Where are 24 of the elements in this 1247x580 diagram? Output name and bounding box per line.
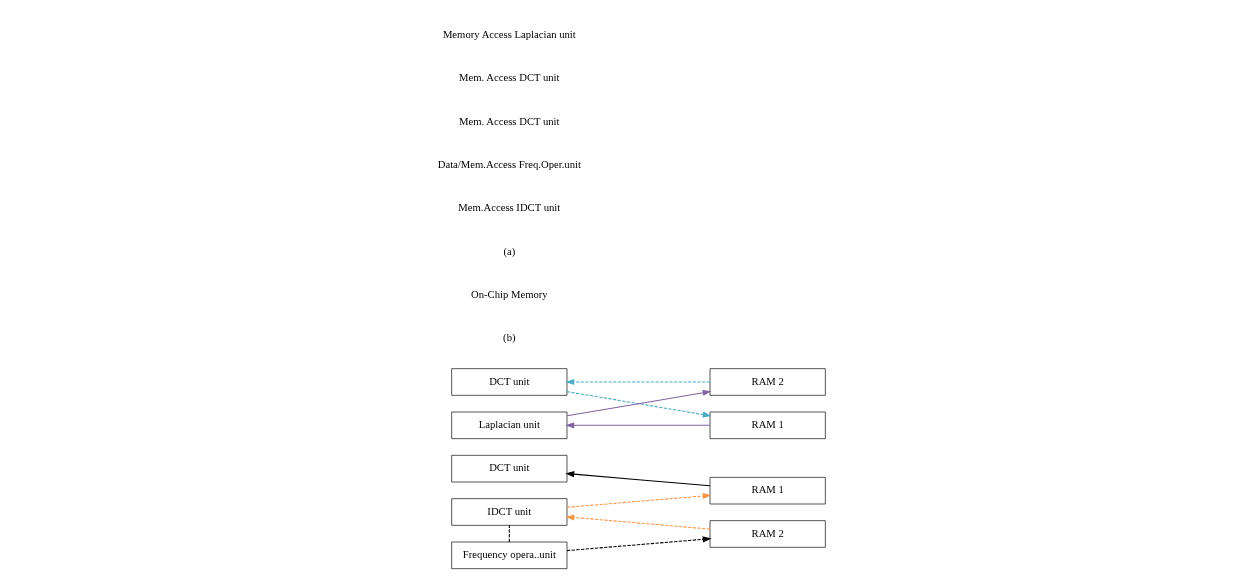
arrow [564,471,710,487]
legend-label: Mem.Access IDCT unit [457,202,560,214]
node-box: RAM 2 [709,520,826,548]
node-box: DCT unit [450,368,567,396]
node-box: RAM 1 [709,411,826,439]
node-box: RAM 2 [709,368,826,396]
label: (b) [502,332,516,344]
legend-label: Mem. Access DCT unit [458,72,560,84]
legend-label: Mem. Access DCT unit [458,115,560,127]
node-box: DCT unit [450,455,567,483]
arrow [564,514,710,530]
legend-label: Data/Mem.Access Freq.Oper.unit [437,158,581,170]
connector [508,524,510,543]
arrow [564,422,710,429]
node-box: RAM 1 [709,477,826,505]
node-box: IDCT unit [450,498,567,526]
arrow [566,492,711,508]
arrow [566,536,711,552]
legend-label: Memory Access Laplacian unit [442,28,576,40]
label: (a) [502,245,515,257]
label: On-Chip Memory [470,288,548,300]
arrow [564,378,710,386]
node-box: Frequency opera..unit [450,541,567,569]
node-box: Laplacian unit [450,411,567,439]
